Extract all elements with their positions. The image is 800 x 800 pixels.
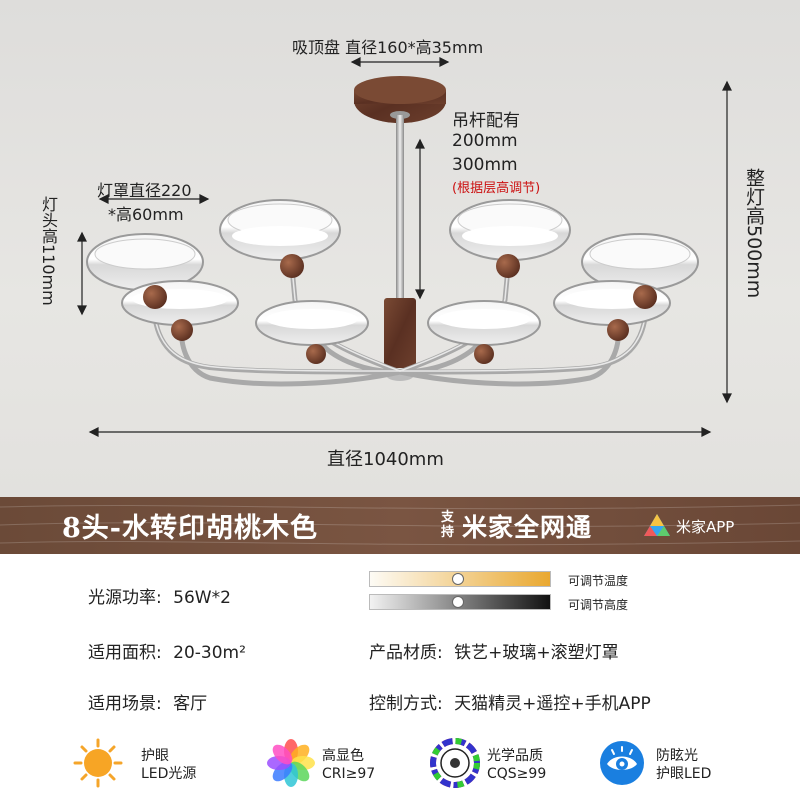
height-slider-label: 可调节高度 (568, 598, 629, 612)
scene-label: 适用场景: (88, 694, 162, 714)
power-spec: 光源功率: 56W*2 (88, 583, 231, 608)
product-banner: 8头-水转印胡桃木色 支 持 米家全网通 米家APP (0, 497, 800, 554)
control-spec: 控制方式: 天猫精灵+遥控+手机APP (369, 689, 651, 714)
feature-antiglare-line2: 护眼LED (656, 766, 712, 782)
wood-grain-texture (0, 504, 800, 546)
head-height-label: 灯头高110mm (39, 196, 58, 306)
rod-200-label: 200mm (452, 131, 518, 151)
mijia-network-label: 米家全网通 (462, 513, 593, 542)
material-value: 铁艺+玻璃+滚塑灯罩 (454, 643, 619, 663)
center-column (384, 298, 416, 368)
height-slider[interactable] (369, 594, 551, 610)
diameter-label: 直径1040mm (327, 449, 444, 470)
dimension-lines (77, 57, 732, 437)
height-slider-knob[interactable] (452, 596, 465, 608)
scene-value: 客厅 (173, 694, 208, 714)
shade-height-label: *高60mm (108, 205, 184, 224)
product-variant-title: 8头-水转印胡桃木色 (62, 513, 318, 544)
product-illustration: 吸顶盘 直径160*高35mm 吊杆配有 200mm 300mm (根据层高调节… (0, 0, 800, 497)
hanging-rod (396, 115, 404, 300)
control-value: 天猫精灵+遥控+手机APP (454, 694, 651, 714)
power-label: 光源功率: (88, 588, 162, 608)
sun-icon (73, 738, 123, 788)
area-spec: 适用面积: 20-30m² (88, 638, 246, 663)
rod-title-label: 吊杆配有 (452, 111, 520, 131)
temperature-slider-knob[interactable] (452, 573, 465, 585)
control-label: 控制方式: (369, 694, 443, 714)
feature-cri-line2: CRI≥97 (322, 766, 376, 782)
feature-cri-text: 高显色 CRI≥97 (322, 747, 375, 783)
feature-cqs-line2: CQS≥99 (487, 766, 547, 782)
support-label: 支 持 (441, 510, 459, 540)
support-line-2: 持 (441, 525, 455, 540)
material-label: 产品材质: (369, 643, 443, 663)
feature-cri-line1: 高显色 (322, 748, 364, 764)
support-line-1: 支 (441, 510, 455, 525)
canopy-dimension-label: 吸顶盘 直径160*高35mm (292, 38, 484, 57)
feature-led-line2: LED光源 (141, 766, 197, 782)
scene-spec: 适用场景: 客厅 (88, 689, 207, 714)
cqs-dial-icon (430, 738, 480, 788)
area-value: 20-30m² (173, 643, 246, 663)
material-spec: 产品材质: 铁艺+玻璃+滚塑灯罩 (369, 638, 619, 663)
feature-led-text: 护眼 LED光源 (141, 747, 196, 783)
mijia-app-label: 米家APP (676, 518, 735, 536)
total-height-label: 整灯高500mm (743, 168, 765, 299)
temperature-slider-label: 可调节温度 (568, 574, 629, 588)
eye-protect-icon (600, 741, 644, 785)
color-wheel-icon (267, 739, 315, 787)
mijia-app-icon (644, 514, 670, 536)
feature-antiglare-text: 防眩光 护眼LED (656, 747, 711, 783)
feature-led-line1: 护眼 (141, 748, 169, 764)
feature-cqs-line1: 光学品质 (487, 748, 543, 764)
shade-diameter-label: 灯罩直径220 (97, 181, 192, 200)
rod-note-label: (根据层高调节) (452, 181, 541, 196)
chandelier-drawing (77, 57, 732, 437)
temperature-slider[interactable] (369, 571, 551, 587)
feature-antiglare-line1: 防眩光 (656, 748, 698, 764)
power-value: 56W*2 (173, 588, 231, 608)
rod-300-label: 300mm (452, 155, 518, 175)
feature-cqs-text: 光学品质 CQS≥99 (487, 747, 546, 783)
area-label: 适用面积: (88, 643, 162, 663)
wood-balls (143, 254, 657, 364)
